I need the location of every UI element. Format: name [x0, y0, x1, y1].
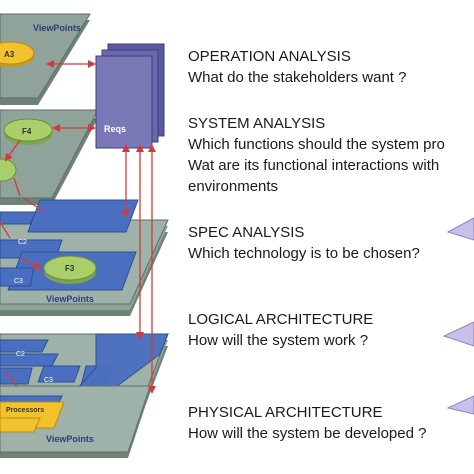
c2-spec-label: C2	[18, 239, 27, 246]
section-system-analysis: SYSTEM ANALYSIS Which functions should t…	[188, 113, 445, 197]
section-spec-analysis: SPEC ANALYSIS Which technology is to be …	[188, 222, 420, 264]
reqs-stack: Reqs	[95, 43, 165, 149]
viewpoints-label-bottom: ViewPoints	[46, 434, 94, 444]
section-line: How will the system be developed ?	[188, 425, 427, 442]
block-c2-log	[0, 353, 59, 367]
reqs-box	[95, 55, 153, 149]
c2-log-label: C2	[16, 351, 25, 358]
node-f-partial	[0, 158, 17, 182]
viewpoints-label-spec: ViewPoints	[46, 294, 94, 304]
section-physical-architecture: PHYSICAL ARCHITECTURE How will the syste…	[188, 402, 426, 444]
side-arrow-physical	[446, 395, 474, 415]
layer-physical-architecture: Processors ViewPoints	[0, 385, 151, 458]
side-arrow-logical	[442, 321, 474, 347]
node-a3-label: A3	[4, 50, 15, 59]
section-logical-architecture: LOGICAL ARCHITECTURE How will the system…	[188, 309, 373, 351]
section-title: PHYSICAL ARCHITECTURE	[188, 404, 383, 421]
layer-spec-analysis: C2 C3 F3 ViewPoints	[0, 197, 169, 316]
trace-arrows	[46, 60, 156, 394]
block-spec-top	[27, 199, 139, 233]
side-arrow-spec	[446, 217, 474, 241]
node-f3-label: F3	[65, 264, 75, 273]
layer-system-analysis: F4	[0, 109, 99, 205]
side-arrows	[442, 217, 474, 415]
section-operation-analysis: OPERATION ANALYSIS What do the stakehold…	[188, 46, 406, 88]
section-title: SYSTEM ANALYSIS	[188, 115, 326, 132]
section-line: Wat are its functional interactions with	[188, 157, 440, 174]
section-line: Which technology is to be chosen?	[188, 245, 420, 262]
node-f3	[43, 255, 97, 281]
c3-spec-label: C3	[14, 278, 23, 285]
node-f4-label: F4	[22, 127, 32, 136]
section-line: How will the system work ?	[188, 332, 369, 349]
section-title: SPEC ANALYSIS	[188, 224, 305, 241]
c3-log-label: C3	[44, 377, 53, 384]
processors-label: Processors	[6, 407, 44, 414]
section-line: environments	[188, 178, 279, 195]
block-c3-log	[37, 365, 81, 383]
reqs-label: Reqs	[104, 124, 126, 134]
viewpoints-label-top: ViewPoints	[33, 23, 81, 33]
section-title: OPERATION ANALYSIS	[188, 48, 351, 65]
section-title: LOGICAL ARCHITECTURE	[188, 311, 374, 328]
section-line: Which functions should the system pro	[188, 136, 445, 153]
block-c3-spec	[0, 267, 35, 287]
node-a3	[0, 41, 35, 65]
layer-operation-analysis: ViewPoints A3	[0, 13, 91, 105]
section-line: What do the stakeholders want ?	[188, 69, 407, 86]
